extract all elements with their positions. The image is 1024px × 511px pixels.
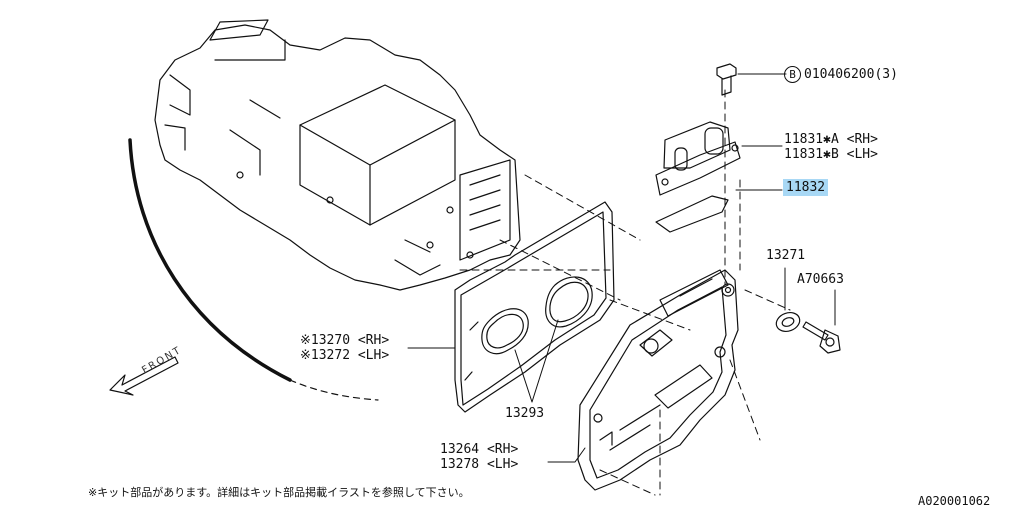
bolt-a70663-icon (802, 321, 841, 354)
kit-footnote: ※キット部品があります。詳細はキット部品掲載イラストを参照して下さい。 (88, 486, 470, 499)
part-label-a70663: A70663 (797, 272, 844, 287)
engine-block-outline (154, 19, 521, 291)
part-label-13293: 13293 (505, 406, 545, 421)
part-label-13272: ※13272 <LH> (300, 348, 390, 363)
leader-lines (407, 73, 836, 463)
bolt-icon (716, 63, 737, 96)
engine-reference-arc (128, 138, 292, 382)
cover-part-11831 (655, 121, 741, 196)
part-label-11831-b: 11831✱B <LH> (784, 147, 878, 162)
diagram-id: A020001062 (918, 494, 991, 508)
valve-cover-13264 (577, 269, 739, 491)
projection-lines (459, 89, 791, 496)
part-label-11831-a: 11831✱A <RH> (784, 132, 878, 147)
part-label-13264: 13264 <RH> (440, 442, 519, 457)
front-arrow-icon (109, 356, 179, 396)
plate-11832 (655, 195, 729, 233)
gasket-13270 (454, 201, 615, 413)
part-11832-highlight[interactable]: 11832 (783, 179, 829, 196)
part-label-11832[interactable]: 11832 (783, 179, 829, 196)
part-label-13271: 13271 (766, 248, 806, 263)
part-label-13270: ※13270 <RH> (300, 333, 390, 348)
washer-13271 (775, 311, 801, 333)
reference-circle-icon: B (784, 66, 801, 83)
part-label-13278: 13278 <LH> (440, 457, 519, 472)
